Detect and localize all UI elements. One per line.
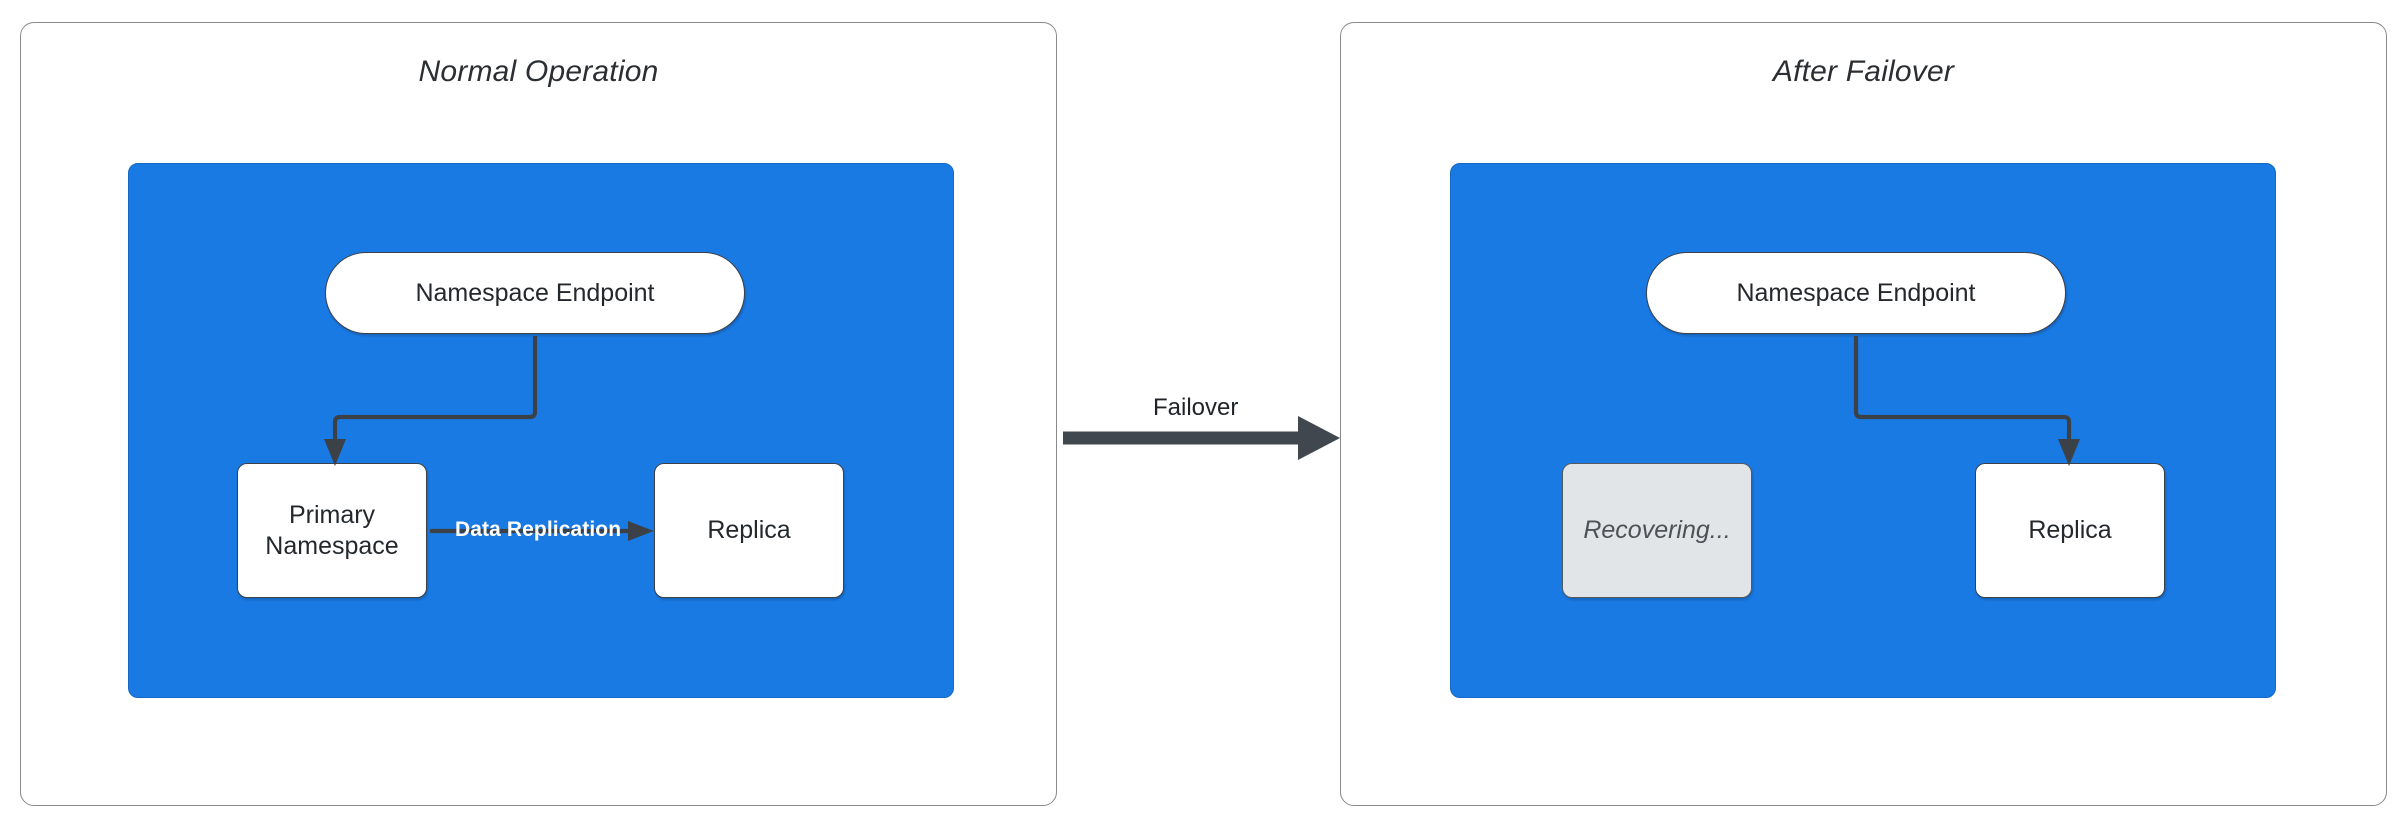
- zone-normal-operation: [128, 163, 954, 698]
- node-replica-left[interactable]: Replica: [654, 463, 844, 598]
- node-namespace-endpoint-left[interactable]: Namespace Endpoint: [325, 252, 745, 334]
- node-primary-line1: Primary: [288, 501, 376, 529]
- node-namespace-endpoint-right[interactable]: Namespace Endpoint: [1646, 252, 2066, 334]
- node-replica-right[interactable]: Replica: [1975, 463, 2165, 598]
- panel-title-after-failover: After Failover: [1772, 55, 1955, 88]
- edge-label-failover: Failover: [1153, 394, 1239, 421]
- node-primary-namespace[interactable]: Primary Namespace: [237, 463, 427, 598]
- node-recovering[interactable]: Recovering...: [1562, 463, 1752, 598]
- node-primary-line2: Namespace: [265, 531, 399, 560]
- panel-title-normal-operation: Normal Operation: [418, 55, 659, 88]
- arrowhead-failover: [1298, 416, 1340, 460]
- edge-label-data-replication: Data Replication: [455, 518, 622, 541]
- zone-after-failover: [1450, 163, 2276, 698]
